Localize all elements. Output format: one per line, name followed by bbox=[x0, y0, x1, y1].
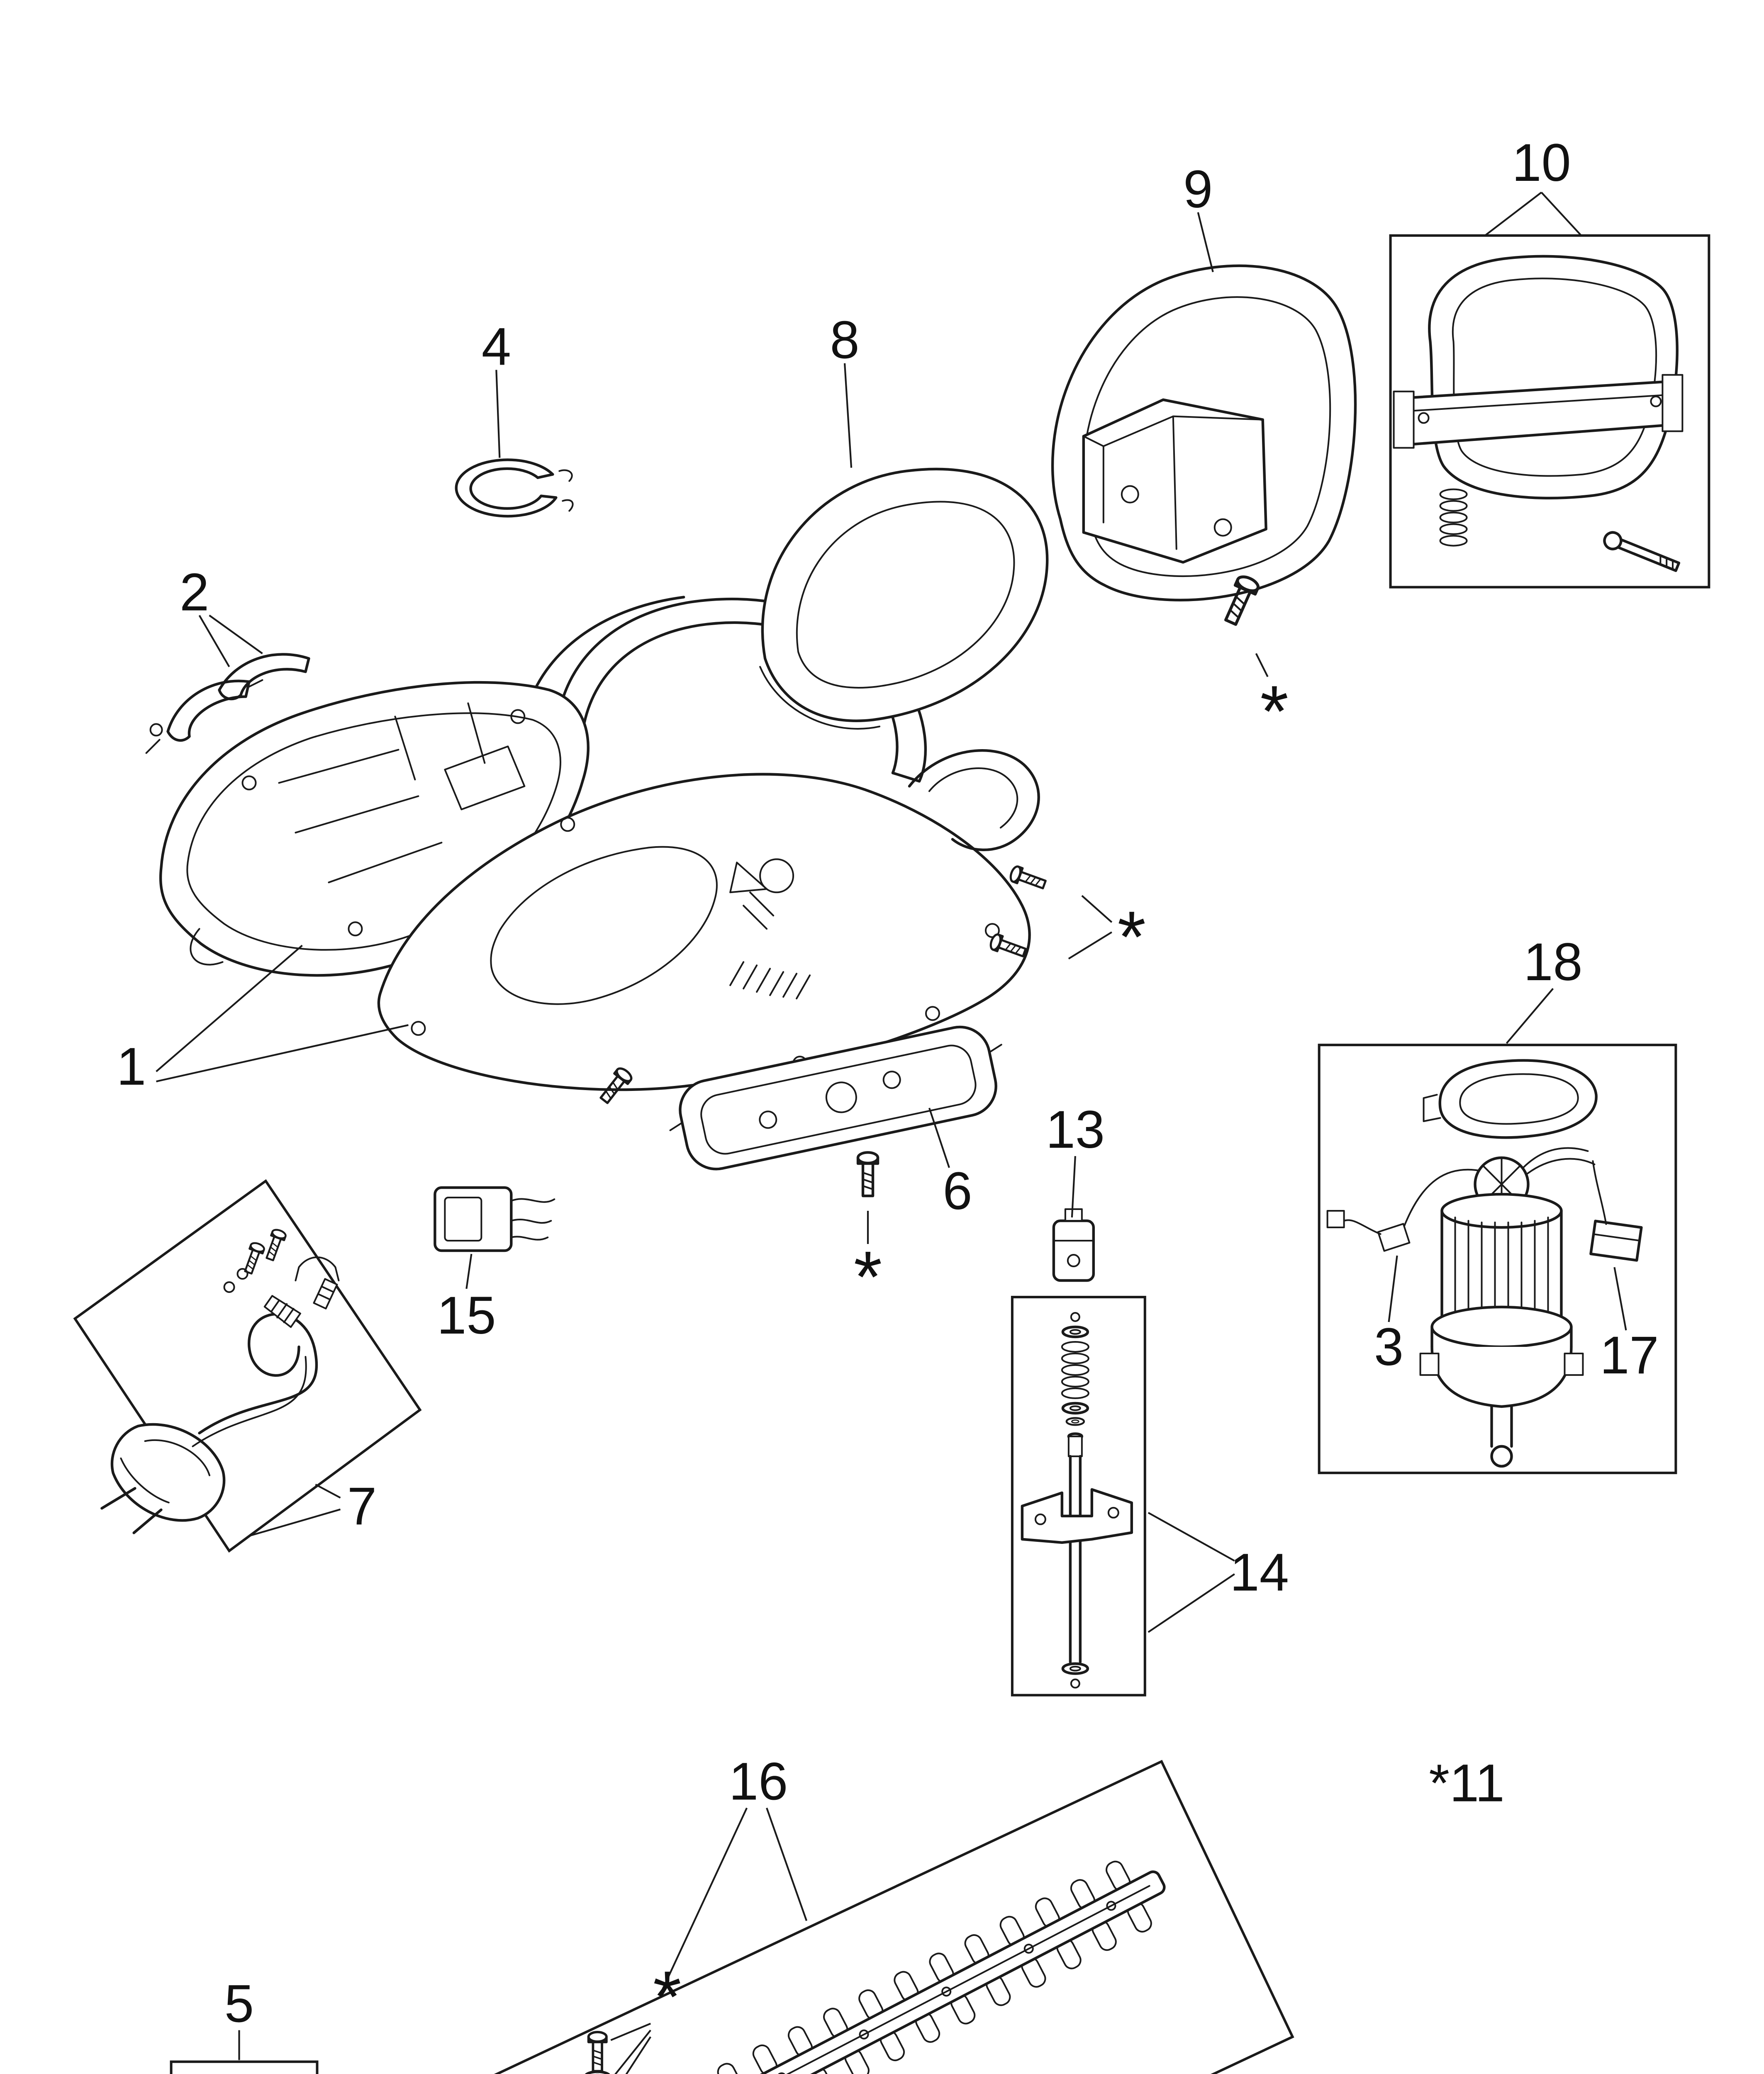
part-label-9: 9 bbox=[1183, 160, 1213, 219]
detail-box-5 bbox=[170, 2060, 319, 2074]
asterisk-marker-cover-screw: * bbox=[854, 1237, 882, 1318]
part-label-4: 4 bbox=[482, 317, 511, 377]
part-label-14: 14 bbox=[1230, 1543, 1289, 1602]
part-8-loop-handle bbox=[759, 467, 1049, 730]
detail-box-18 bbox=[1318, 1044, 1677, 1474]
part-label-1: 1 bbox=[117, 1037, 146, 1096]
part-17-module bbox=[1589, 1160, 1643, 1262]
part-6-cover-plate bbox=[669, 1025, 1002, 1196]
part-label-5: 5 bbox=[224, 1974, 254, 2033]
washer bbox=[585, 2072, 610, 2074]
part-label-7: 7 bbox=[347, 1477, 377, 1536]
detail-box-16 bbox=[494, 1760, 1294, 2074]
asterisk-11-label: *11 bbox=[1429, 1754, 1505, 1813]
part-16-cutter-blade bbox=[494, 1760, 1294, 2074]
part-10-guard-assembly bbox=[1389, 234, 1710, 589]
part-4-c-clip bbox=[455, 458, 574, 518]
part-label-13: 13 bbox=[1046, 1100, 1105, 1159]
part-label-18: 18 bbox=[1523, 932, 1582, 992]
part-label-3: 3 bbox=[1374, 1317, 1403, 1377]
part-3-connector bbox=[1326, 1210, 1411, 1252]
leader-lines bbox=[156, 192, 1627, 2074]
detail-box-10 bbox=[1389, 234, 1710, 589]
washer bbox=[1067, 1418, 1084, 1425]
washer bbox=[1063, 1664, 1088, 1674]
asterisk-marker-housing-screws: * bbox=[1118, 896, 1146, 978]
washer bbox=[1063, 1403, 1088, 1413]
washer bbox=[1063, 1327, 1088, 1337]
part-9-hand-guard bbox=[1051, 264, 1357, 627]
cord-screw bbox=[263, 1228, 287, 1261]
cover-screw bbox=[858, 1152, 878, 1196]
part-5-link-plates bbox=[170, 2060, 319, 2074]
bolt bbox=[1602, 530, 1680, 574]
part-label-2: 2 bbox=[180, 563, 209, 622]
part-label-6: 6 bbox=[943, 1161, 972, 1221]
part-14-spindle-set bbox=[1011, 1295, 1146, 1697]
part-15-switch bbox=[434, 1186, 556, 1252]
spring bbox=[1439, 488, 1468, 547]
asterisk-marker-blade-bolt: * bbox=[653, 1956, 681, 2037]
part-7-cord-assembly bbox=[73, 1179, 422, 1553]
part-2-clamps bbox=[145, 653, 310, 754]
part-label-17: 17 bbox=[1600, 1326, 1659, 1385]
part-label-10: 10 bbox=[1512, 133, 1571, 192]
spring bbox=[1061, 1341, 1089, 1399]
part-label-16: 16 bbox=[729, 1752, 788, 1811]
detail-box-14 bbox=[1011, 1295, 1146, 1697]
blade-bolt bbox=[589, 2032, 607, 2071]
part-18-motor-assembly bbox=[1318, 1044, 1677, 1474]
part-13-switch-block bbox=[1052, 1208, 1095, 1282]
part-label-8: 8 bbox=[830, 311, 859, 370]
part-1-housing-assembly bbox=[159, 596, 1040, 1106]
part-label-15: 15 bbox=[437, 1286, 496, 1345]
asterisk-marker-guard-screw: * bbox=[1260, 671, 1288, 752]
